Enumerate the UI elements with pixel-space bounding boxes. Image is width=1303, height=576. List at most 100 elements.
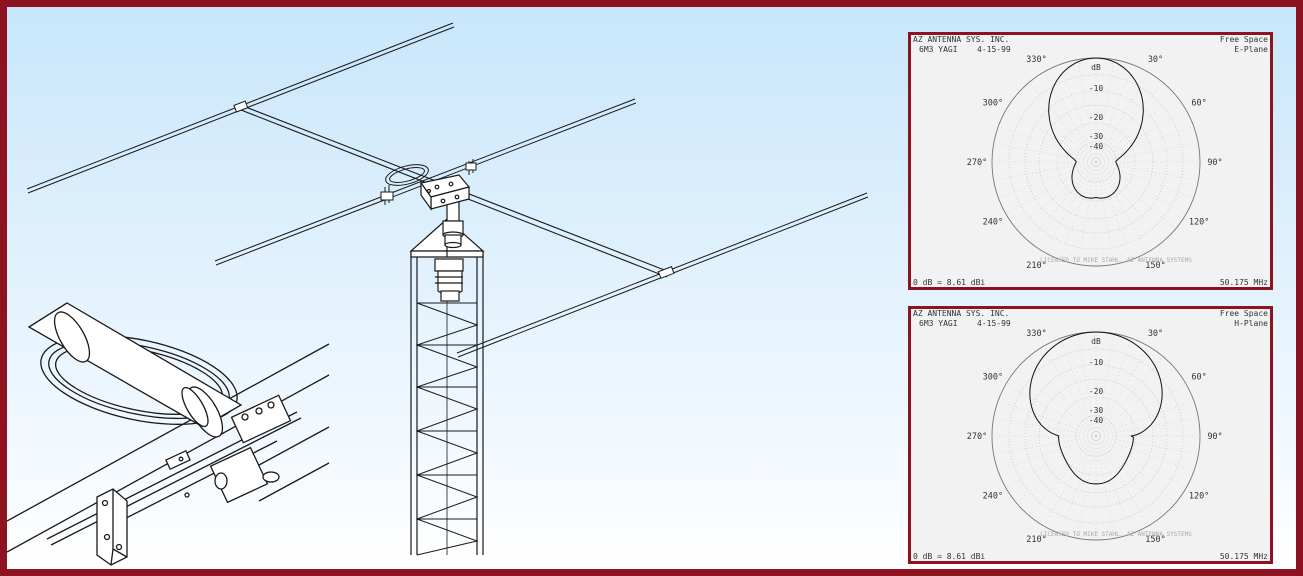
grid-spoke bbox=[1095, 435, 1132, 534]
angle-label: 60° bbox=[1191, 99, 1206, 109]
lattice-tower bbox=[410, 251, 484, 556]
grid-spoke bbox=[1077, 435, 1097, 539]
gain-reference: 0 dB = 8.61 dBi bbox=[913, 278, 985, 287]
angle-label: 270° bbox=[967, 432, 987, 442]
ring-labels: -10-20-30-40 bbox=[1089, 84, 1104, 151]
plane-label: E-Plane bbox=[1234, 45, 1268, 54]
grid-spoke bbox=[1095, 126, 1194, 163]
angle-label: 90° bbox=[1207, 432, 1222, 442]
ring-labels: -10-20-30-40 bbox=[1089, 358, 1104, 425]
ring-label: -30 bbox=[1089, 132, 1104, 141]
grid-spoke bbox=[1095, 417, 1199, 437]
grid-spoke bbox=[1043, 161, 1097, 253]
h-plane-radiation-lobe bbox=[1029, 331, 1163, 485]
environment-label: Free Space bbox=[1220, 309, 1268, 318]
environment-label: Free Space bbox=[1220, 35, 1268, 44]
grid-ring bbox=[1024, 90, 1168, 234]
grid-spoke bbox=[1043, 345, 1097, 437]
angle-label: 270° bbox=[967, 158, 987, 168]
angle-label: 330° bbox=[1026, 55, 1046, 65]
mast bbox=[442, 192, 464, 249]
grid-spoke bbox=[1095, 161, 1115, 265]
grid-spoke bbox=[1043, 435, 1097, 527]
grid-spoke bbox=[1043, 71, 1097, 163]
grid-spoke bbox=[1028, 161, 1097, 242]
grid-spoke bbox=[1005, 383, 1097, 437]
grid-spoke bbox=[1095, 71, 1149, 163]
grid-spoke bbox=[1095, 345, 1149, 437]
license-watermark: LICENSED TO MIKE STAHL, AZ ANTENNA SYSTE… bbox=[1040, 531, 1192, 538]
e-plane-pattern-panel: 330°30°300°60°270°90°240°120°210°150° -1… bbox=[908, 32, 1273, 290]
grid-spoke bbox=[1016, 94, 1097, 163]
grid-spoke bbox=[1016, 435, 1097, 504]
grid-spoke bbox=[1005, 109, 1097, 163]
grid-ring bbox=[1008, 348, 1184, 524]
gain-reference: 0 dB = 8.61 dBi bbox=[913, 552, 985, 561]
grid-spoke bbox=[998, 435, 1097, 472]
grid-spoke bbox=[1028, 435, 1097, 516]
angle-label: 120° bbox=[1189, 492, 1209, 502]
grid-ring bbox=[1056, 122, 1136, 202]
grid-spoke bbox=[1095, 161, 1176, 230]
yagi-antenna-illustration bbox=[7, 22, 869, 566]
grid-spoke bbox=[1095, 161, 1164, 242]
angle-labels: 330°30°300°60°270°90°240°120°210°150° bbox=[967, 55, 1223, 271]
angle-label: 210° bbox=[1026, 535, 1046, 545]
e-plane-radiation-lobe bbox=[1048, 57, 1144, 199]
license-watermark: LICENSED TO MIKE STAHL, AZ ANTENNA SYSTE… bbox=[1040, 257, 1192, 264]
grid-spoke bbox=[1095, 161, 1199, 181]
grid-spoke bbox=[1095, 161, 1132, 260]
grid-spoke bbox=[1095, 94, 1176, 163]
date-label: 4-15-99 bbox=[977, 319, 1011, 328]
grid-spoke bbox=[1095, 109, 1187, 163]
grid-spoke bbox=[1095, 435, 1176, 504]
frequency-label: 50.175 MHz bbox=[1220, 552, 1268, 561]
grid-spoke bbox=[1016, 368, 1097, 437]
grid-spoke bbox=[1060, 161, 1097, 260]
angle-label: 240° bbox=[983, 218, 1003, 228]
grid-spoke bbox=[1095, 161, 1187, 215]
ring-label: -30 bbox=[1089, 406, 1104, 415]
angle-label: 300° bbox=[983, 99, 1003, 109]
model-label: 6M3 YAGI bbox=[919, 319, 958, 328]
grid-spoke bbox=[1095, 435, 1194, 472]
plane-label: H-Plane bbox=[1234, 319, 1268, 328]
reflector-element bbox=[456, 192, 869, 358]
ring-label: -40 bbox=[1089, 142, 1104, 151]
date-label: 4-15-99 bbox=[977, 45, 1011, 54]
grid-spoke bbox=[1005, 161, 1097, 215]
grid-ring bbox=[1008, 74, 1184, 250]
grid-spoke bbox=[1016, 161, 1097, 230]
h-plane-pattern-panel: 330°30°300°60°270°90°240°120°210°150° -1… bbox=[908, 306, 1273, 564]
grid-spoke bbox=[1095, 435, 1164, 516]
frequency-label: 50.175 MHz bbox=[1220, 278, 1268, 287]
angle-label: 240° bbox=[983, 492, 1003, 502]
company-label: AZ ANTENNA SYS. INC. bbox=[913, 309, 1009, 318]
angle-label: 210° bbox=[1026, 261, 1046, 271]
e-plane-polar-plot: 330°30°300°60°270°90°240°120°210°150° -1… bbox=[913, 35, 1268, 287]
model-label: 6M3 YAGI bbox=[919, 45, 958, 54]
grid-spoke bbox=[1095, 435, 1199, 455]
grid-spoke bbox=[1028, 82, 1097, 163]
angle-label: 150° bbox=[1145, 261, 1165, 271]
ring-label: -10 bbox=[1089, 358, 1104, 367]
angle-label: 30° bbox=[1148, 329, 1163, 339]
boom-to-mast-bracket bbox=[419, 174, 471, 211]
feedpoint-detail-inset bbox=[7, 302, 330, 566]
grid-spoke bbox=[1005, 435, 1097, 489]
grid-spoke bbox=[993, 143, 1097, 163]
grid-spoke bbox=[1095, 82, 1164, 163]
angle-labels: 330°30°300°60°270°90°240°120°210°150° bbox=[967, 329, 1223, 545]
grid-spoke bbox=[1060, 435, 1097, 534]
grid-spoke bbox=[1095, 368, 1176, 437]
db-unit-label: dB bbox=[1091, 63, 1101, 72]
angle-label: 300° bbox=[983, 373, 1003, 383]
grid-ring bbox=[1056, 396, 1136, 476]
grid-spoke bbox=[1077, 161, 1097, 265]
grid-spoke bbox=[1095, 161, 1149, 253]
grid-ring bbox=[1024, 364, 1168, 508]
director-element bbox=[26, 22, 455, 194]
angle-label: 120° bbox=[1189, 218, 1209, 228]
h-plane-polar-plot: 330°30°300°60°270°90°240°120°210°150° -1… bbox=[913, 309, 1268, 561]
